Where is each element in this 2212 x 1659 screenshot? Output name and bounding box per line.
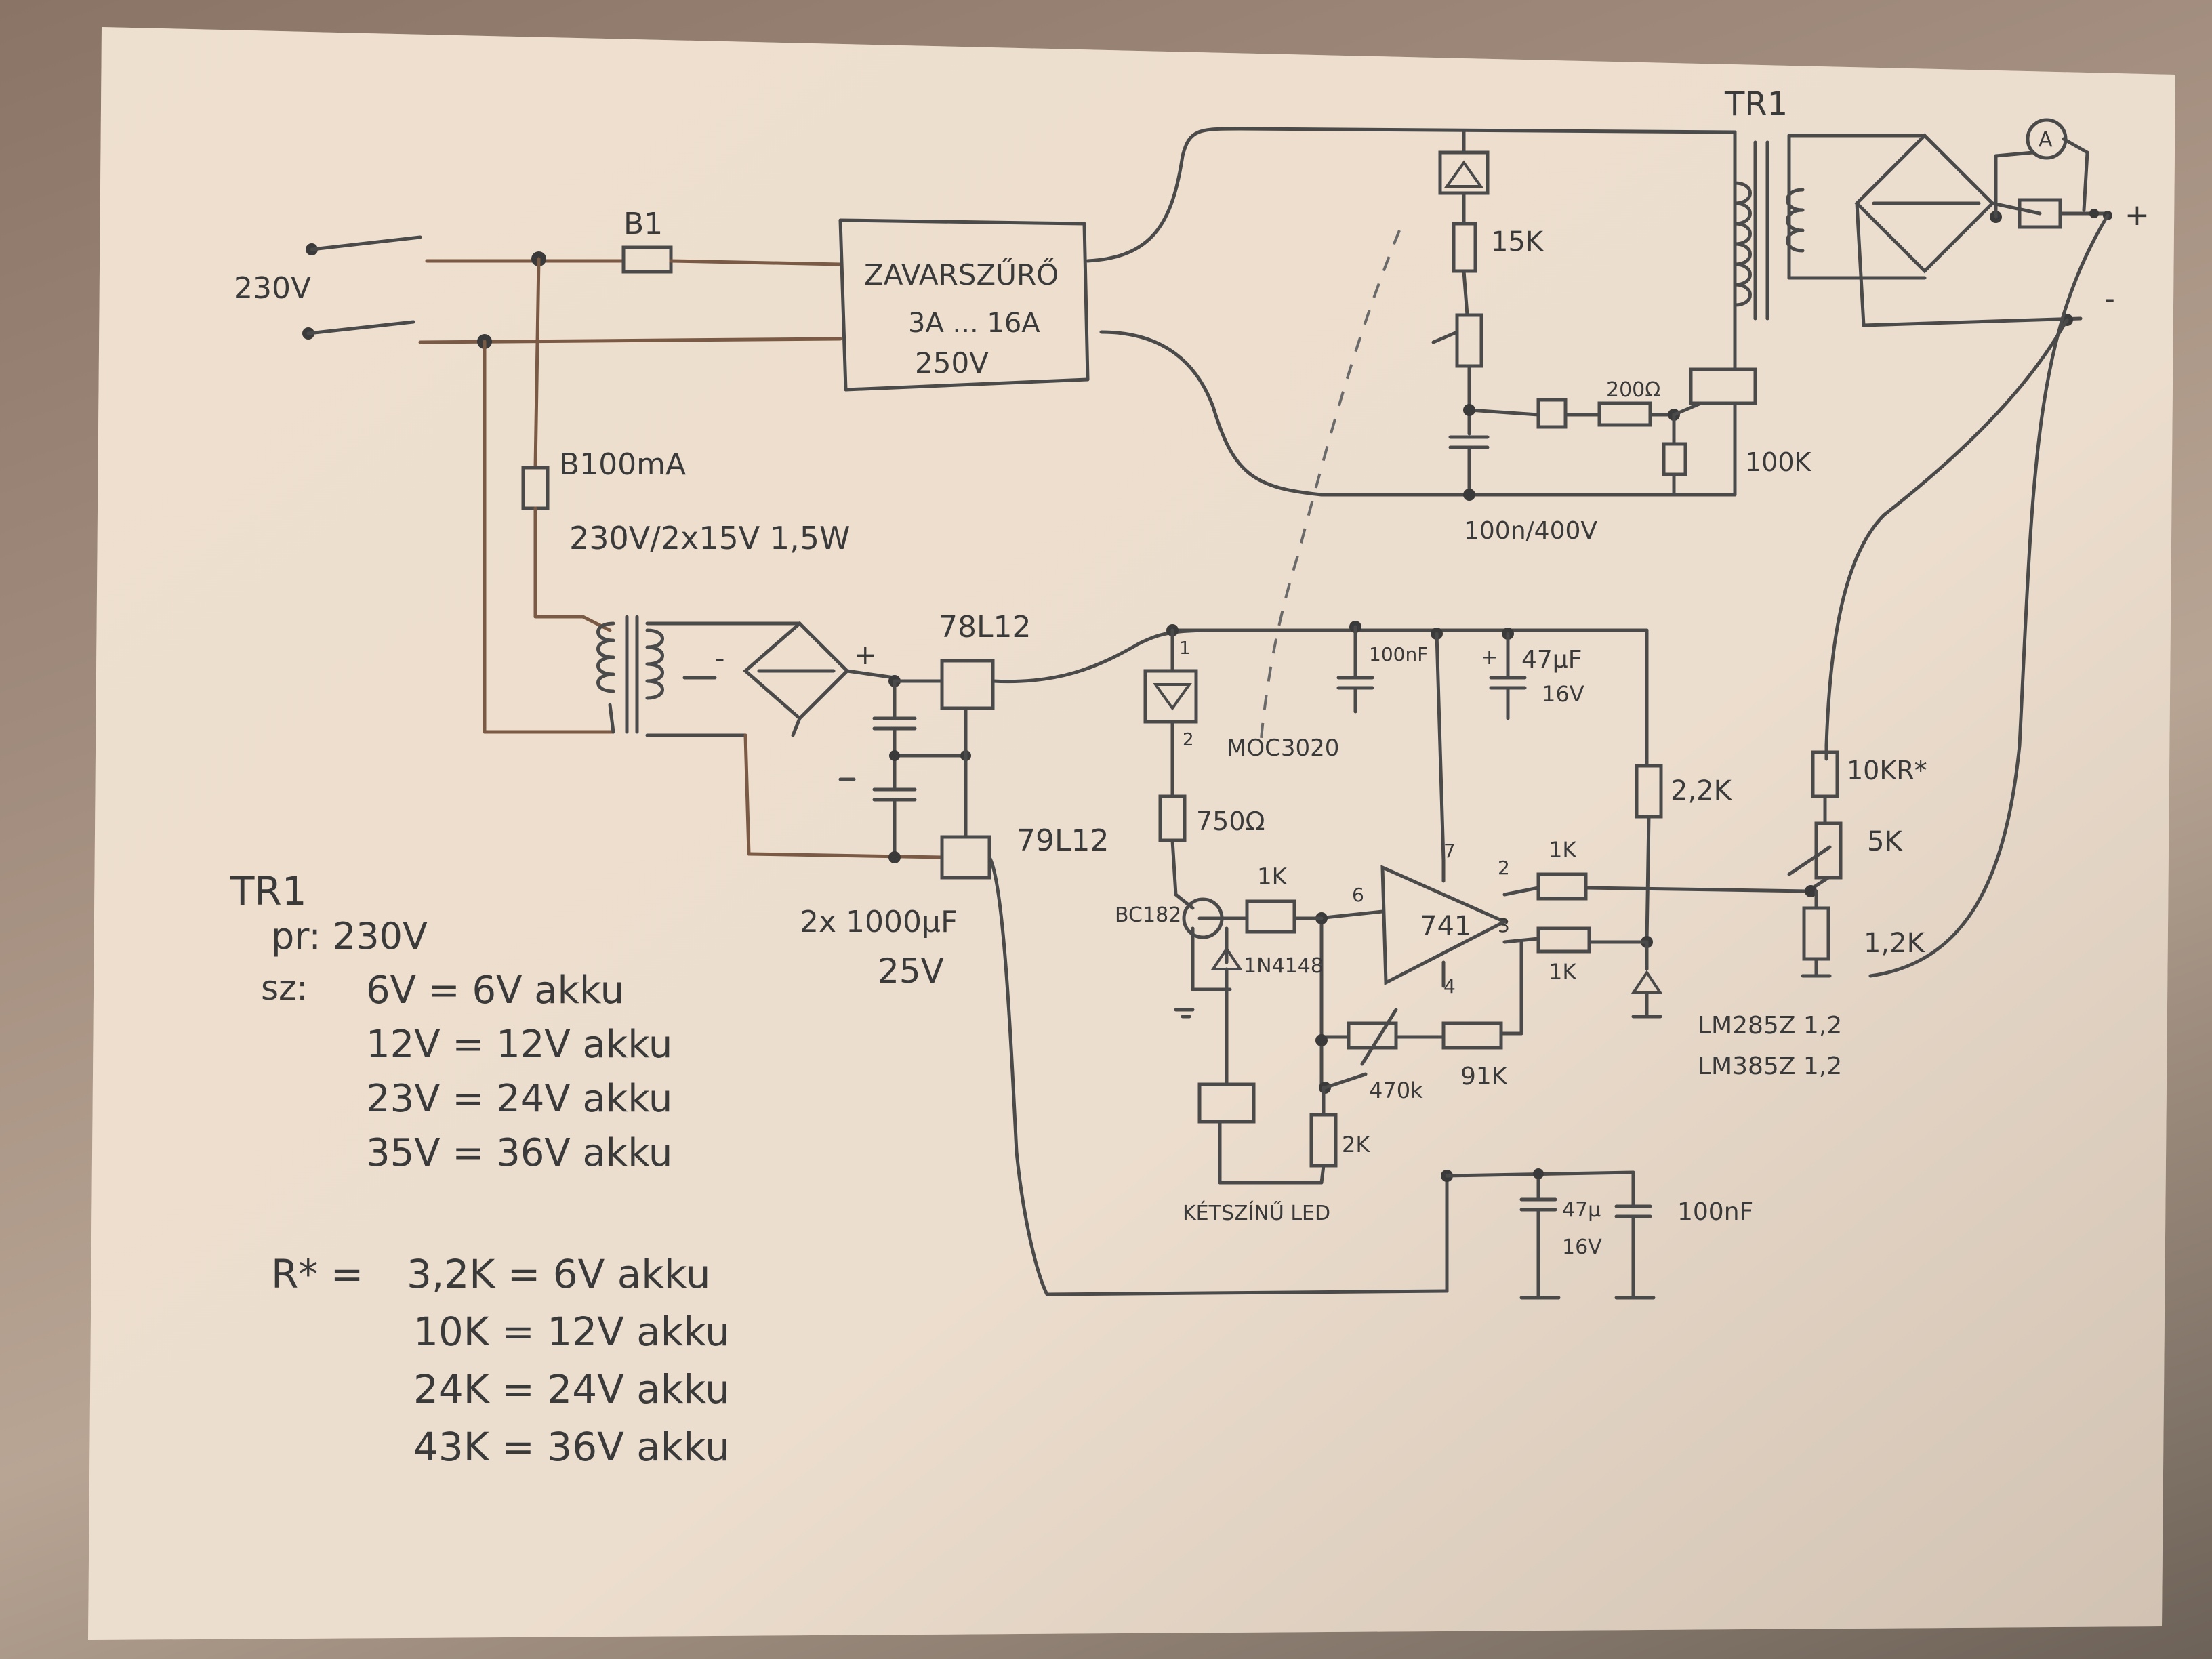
opamp-pin3: 3	[1498, 914, 1510, 937]
opamp-pin7: 7	[1443, 840, 1456, 862]
notes-row-1: 6V = 6V akku	[366, 968, 624, 1012]
reference-1-label: LM285Z 1,2	[1698, 1012, 1842, 1040]
bicolor-led	[1197, 1082, 1256, 1124]
opamp-pin4: 4	[1443, 975, 1456, 998]
aux-bridge	[696, 621, 944, 859]
regulator-79l12-label: 79L12	[1017, 823, 1109, 858]
resistor-91k	[1441, 1021, 1503, 1050]
control-circuit	[1143, 621, 1843, 1300]
resistor-1k-inv-label: 1K	[1549, 837, 1577, 863]
cap-100n-label: 100nF	[1369, 643, 1428, 665]
regulator-78l12-label: 78L12	[939, 610, 1031, 644]
resistor-r-star-label: 10KR*	[1847, 756, 1927, 785]
led-label: KÉTSZÍNŰ LED	[1183, 1200, 1330, 1225]
output-bridge	[1854, 118, 2112, 327]
opamp-pin6: 6	[1352, 884, 1364, 906]
notes-primary: pr: 230V	[271, 915, 428, 958]
resistor-1k-base-label: 1K	[1257, 863, 1288, 890]
rstar-label: R* =	[271, 1251, 363, 1297]
resistor-750-label: 750Ω	[1196, 806, 1265, 836]
snubber-cap-label: 100n/400V	[1464, 517, 1597, 545]
mains-input	[302, 235, 842, 734]
cap-47u-b-voltage: 16V	[1562, 1235, 1602, 1259]
diode-label: 1N4148	[1244, 954, 1324, 978]
transformer-tr1-label: TR1	[1724, 85, 1788, 123]
output-plus: +	[2125, 198, 2150, 232]
cap-47u-voltage: 16V	[1542, 681, 1584, 707]
rstar-row-1: 3,2K = 6V akku	[407, 1251, 710, 1297]
resistor-2k-label: 2K	[1342, 1132, 1370, 1158]
cap-47u-plus: +	[1481, 646, 1498, 670]
notes-row-4: 35V = 36V akku	[366, 1131, 672, 1175]
resistor-1k-ref	[1536, 926, 1591, 954]
notes-row-2: 12V = 12V akku	[366, 1023, 672, 1067]
filter-name: ZAVARSZŰRŐ	[864, 258, 1059, 291]
opamp-pin2: 2	[1498, 857, 1510, 879]
resistor-100k-label: 100K	[1745, 447, 1812, 477]
potentiometer-5k-label: 5K	[1867, 826, 1903, 857]
rstar-row-3: 24K = 24V akku	[413, 1366, 730, 1412]
transformer-notes: TR1 pr: 230V sz: 6V = 6V akku 12V = 12V …	[230, 868, 672, 1175]
interference-filter	[838, 127, 1737, 497]
resistor-2-2k-label: 2,2K	[1671, 775, 1733, 806]
caps-value-label: 2x 1000μF	[800, 905, 958, 939]
mains-voltage-label: 230V	[234, 271, 311, 306]
isolation-line	[1259, 230, 1401, 746]
fuse-100ma-label: B100mA	[559, 447, 686, 482]
filter-voltage: 250V	[915, 346, 989, 380]
resistor-1k-ref-label: 1K	[1549, 959, 1577, 985]
notes-secondary-label: sz:	[261, 968, 308, 1008]
opamp-label: 741	[1420, 911, 1471, 942]
rstar-row-2: 10K = 12V akku	[413, 1309, 730, 1355]
rstar-notes: R* = 3,2K = 6V akku 10K = 12V akku 24K =…	[271, 1251, 730, 1470]
opamp-741	[1380, 865, 1509, 986]
aux-transformer	[533, 615, 747, 737]
reference-2-label: LM385Z 1,2	[1698, 1052, 1842, 1080]
fuse-b1-label: B1	[623, 207, 663, 241]
opto-label: MOC3020	[1227, 735, 1339, 762]
output-minus: -	[2104, 281, 2115, 316]
aux-bridge-minus: -	[715, 643, 724, 674]
main-transformer	[1733, 134, 1927, 321]
resistor-200-label: 200Ω	[1606, 378, 1660, 402]
rstar-row-4: 43K = 36V akku	[413, 1424, 730, 1470]
cap-47u-b-label: 47μ	[1562, 1198, 1601, 1222]
aux-bridge-plus: +	[854, 640, 877, 671]
ammeter-label: A	[2039, 128, 2053, 152]
aux-transformer-label: 230V/2x15V 1,5W	[569, 520, 851, 556]
cap-100n-b-label: 100nF	[1677, 1198, 1753, 1226]
caps-voltage-label: 25V	[878, 951, 944, 991]
resistor-91k-label: 91K	[1460, 1063, 1509, 1090]
notes-title: TR1	[230, 868, 307, 914]
cap-47u-label: 47μF	[1521, 646, 1582, 674]
opto-pin1: 1	[1179, 638, 1191, 659]
triac-section	[1431, 130, 1757, 501]
resistor-1-2k-label: 1,2K	[1864, 928, 1926, 959]
notes-row-3: 23V = 24V akku	[366, 1077, 672, 1121]
opto-pin2: 2	[1183, 730, 1194, 750]
triac-power	[1689, 367, 1757, 405]
transistor-bc182	[1182, 897, 1224, 939]
resistor-15k-label: 15K	[1491, 226, 1544, 258]
transistor-label: BC182	[1115, 903, 1181, 927]
filter-current: 3A ... 16A	[908, 308, 1040, 339]
potentiometer-470k-label: 470k	[1369, 1078, 1423, 1103]
